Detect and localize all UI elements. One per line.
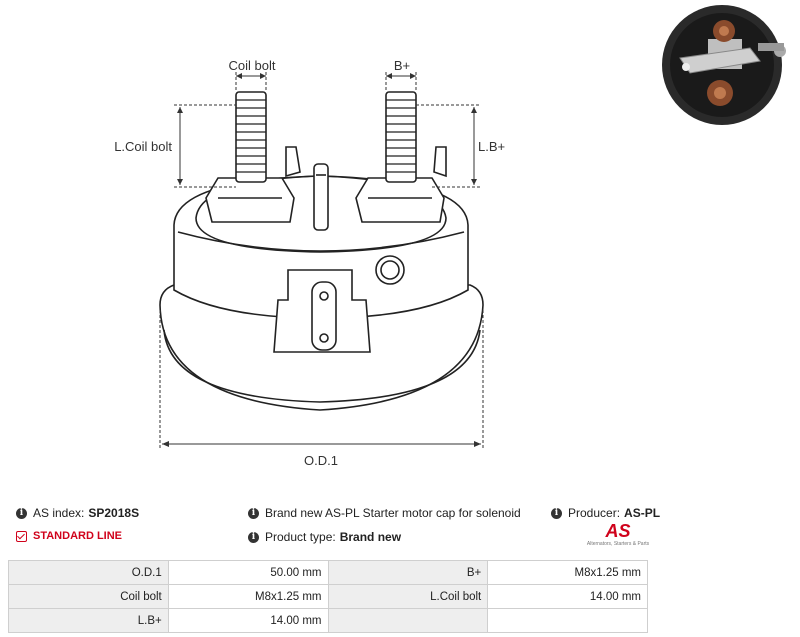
technical-drawing: Coil bolt B+ L.Coil bolt L.B+ O.D.1 [114, 58, 505, 468]
checkbox-icon [16, 530, 27, 542]
spec-label: B+ [327, 560, 489, 585]
bplus-bolt-thread [385, 91, 417, 183]
info-icon: i [248, 531, 259, 543]
table-row: O.D.1 50.00 mm B+ M8x1.25 mm [8, 560, 648, 585]
product-description: Brand new AS-PL Starter motor cap for so… [265, 506, 521, 520]
spec-label: L.Coil bolt [327, 584, 489, 609]
producer-label: Producer: [568, 506, 621, 520]
product-type-label: Product type: [265, 530, 336, 544]
info-icon: i [16, 507, 27, 519]
as-index-row: i AS index: SP2018S [16, 506, 139, 520]
coil-bolt-thread [235, 91, 267, 183]
standard-line-label: STANDARD LINE [33, 530, 123, 542]
dim-label-l-coil-bolt: L.Coil bolt [114, 139, 172, 154]
info-icon: i [551, 507, 562, 519]
as-index-value: SP2018S [88, 506, 140, 520]
spec-value: 14.00 mm [487, 584, 648, 609]
spec-value: 14.00 mm [167, 608, 329, 633]
producer-value: AS-PL [624, 506, 661, 520]
specs-table: O.D.1 50.00 mm B+ M8x1.25 mm Coil bolt M… [8, 560, 648, 633]
standard-line-row: STANDARD LINE [16, 530, 122, 542]
info-icon: i [248, 507, 259, 519]
table-row: Coil bolt M8x1.25 mm L.Coil bolt 14.00 m… [8, 584, 648, 609]
spec-label: O.D.1 [8, 560, 169, 585]
spec-label [327, 608, 489, 633]
spec-label: L.B+ [8, 608, 169, 633]
product-photo[interactable] [650, 3, 800, 130]
spec-label: Coil bolt [8, 584, 169, 609]
logo-tagline: Alternators, Starters & Parts [586, 541, 650, 547]
mounting-hole [375, 255, 405, 285]
as-index-label: AS index: [33, 506, 85, 520]
product-type-row: i Product type: Brand new [248, 530, 401, 544]
product-type-value: Brand new [339, 530, 402, 544]
dim-label-bplus: B+ [394, 58, 410, 73]
description-row: i Brand new AS-PL Starter motor cap for … [248, 506, 521, 520]
spec-value: 50.00 mm [167, 560, 329, 585]
spec-value: M8x1.25 mm [487, 560, 648, 585]
spec-value [487, 608, 648, 633]
bplus-nut [355, 177, 445, 223]
table-row: L.B+ 14.00 mm [8, 608, 648, 633]
dim-label-od1: O.D.1 [304, 453, 338, 468]
spec-value: M8x1.25 mm [167, 584, 329, 609]
dim-label-coil-bolt: Coil bolt [229, 58, 276, 73]
coil-bolt-nut [205, 177, 295, 223]
brand-logo: AS Alternators, Starters & Parts [586, 522, 650, 547]
dim-label-l-bplus: L.B+ [478, 139, 505, 154]
producer-row: i Producer: AS-PL [551, 506, 660, 520]
logo-mark: AS [605, 521, 631, 541]
